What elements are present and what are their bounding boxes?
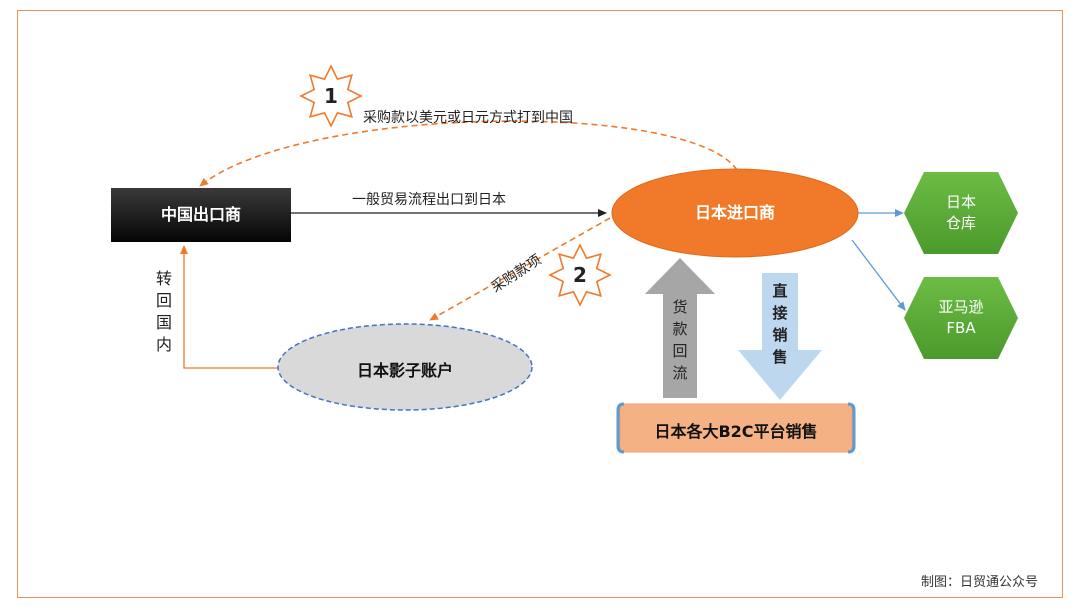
step-number-1: 1: [324, 84, 338, 108]
transfer-home-label: 转 回 国 内: [154, 268, 174, 356]
transfer-home-char: 转: [155, 269, 172, 288]
shadow-account-label: 日本影子账户: [356, 361, 453, 380]
funds-return-label: 货 款 回 流: [670, 296, 690, 384]
direct-sales-label: 直 接 销 售: [770, 280, 790, 368]
direct-sales-char: 接: [772, 304, 788, 322]
warehouse-label: 日本 仓库: [945, 193, 976, 232]
payment-arrow-2: [429, 217, 611, 321]
china-exporter-label: 中国出口商: [160, 205, 241, 224]
transfer-home-char: 回: [155, 291, 172, 310]
funds-return-char: 货: [672, 298, 688, 316]
general-trade-label: 一般贸易流程出口到日本: [352, 192, 506, 208]
step-number-2: 2: [573, 263, 587, 287]
payment-arc-1: [199, 120, 738, 187]
b2c-platform-box: [619, 403, 853, 453]
shadow-account-ellipse: [277, 323, 533, 411]
funds-return-char: 款: [672, 320, 688, 338]
warehouse-hexagon: [904, 172, 1018, 254]
direct-sales-char: 售: [772, 348, 788, 366]
payment-route-1-label: 采购款以美元或日元方式打到中国: [363, 110, 573, 126]
transfer-home-line: [180, 245, 280, 369]
transfer-home-char: 内: [155, 335, 172, 354]
transfer-home-char: 国: [155, 313, 172, 332]
fba-hexagon: [904, 277, 1018, 359]
direct-sales-arrow: [738, 273, 822, 400]
b2c-bracket-right: [847, 402, 856, 454]
funds-return-char: 流: [672, 364, 688, 382]
diagram-frame: [17, 10, 1063, 598]
b2c-bracket-left: [616, 402, 625, 454]
direct-sales-char: 销: [772, 326, 788, 344]
step-star-1: [299, 64, 363, 128]
b2c-platform-label: 日本各大B2C平台销售: [654, 422, 818, 441]
direct-sales-char: 直: [772, 282, 788, 300]
funds-return-arrow: [645, 258, 715, 398]
japan-importer-label: 日本进口商: [694, 203, 775, 222]
china-exporter-box: [111, 188, 291, 242]
japan-importer-ellipse: [611, 168, 859, 258]
credit-text: 制图：日贸通公众号: [920, 575, 1038, 590]
to-fba-arrow: [851, 239, 906, 311]
amazon-fba-label: 亚马逊 FBA: [938, 298, 984, 337]
funds-return-char: 回: [672, 342, 688, 360]
step-star-2: [548, 243, 612, 307]
